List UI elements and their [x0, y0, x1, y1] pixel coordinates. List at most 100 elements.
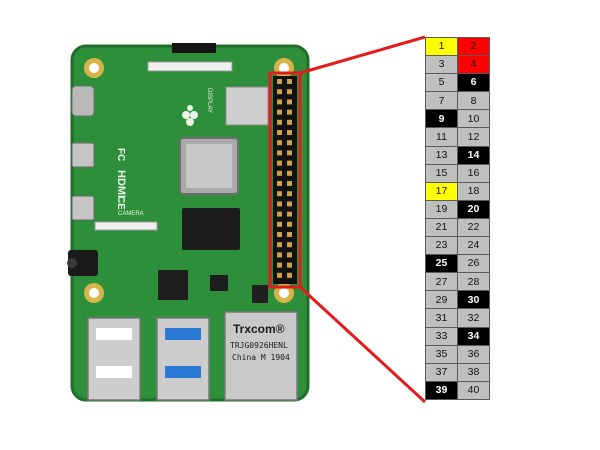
pin-5: 5 — [425, 73, 458, 93]
usb3-port-slot-bottom — [165, 366, 201, 378]
gpio-pin — [287, 211, 292, 217]
pin-14: 14 — [457, 145, 490, 165]
pin-38: 38 — [457, 362, 490, 382]
pin-13: 13 — [425, 145, 458, 165]
gpio-pin — [287, 252, 292, 258]
pin-33: 33 — [425, 326, 458, 346]
pin-11: 11 — [425, 127, 458, 147]
pin-12: 12 — [457, 127, 490, 147]
pin-25: 25 — [425, 254, 458, 274]
gpio-pin — [277, 140, 282, 146]
micro-hdmi-port-1 — [71, 195, 95, 221]
usb-c-port — [71, 85, 95, 117]
callout-line-bottom — [298, 285, 427, 404]
gpio-pin — [277, 181, 282, 186]
pin-30: 30 — [457, 290, 490, 310]
gpio-pin — [277, 252, 282, 258]
pin-1: 1 — [425, 36, 458, 57]
ce-silk-label: CE — [115, 196, 126, 210]
pin-37: 37 — [425, 362, 458, 382]
ethernet-origin: China M 1904 — [232, 353, 290, 362]
ram-chip — [182, 208, 240, 250]
pin-35: 35 — [425, 344, 458, 364]
pin-15: 15 — [425, 163, 458, 183]
micro-hdmi-port-0 — [71, 142, 95, 168]
gpio-pin — [287, 242, 292, 248]
usb-controller-chip — [158, 270, 188, 300]
gpio-pin — [287, 221, 292, 227]
gpio-pin — [277, 79, 282, 84]
gpio-pin — [277, 211, 282, 217]
pin-20: 20 — [457, 199, 490, 219]
pin-7: 7 — [425, 91, 458, 111]
soc-chip-top — [186, 144, 232, 188]
pin-34: 34 — [457, 326, 490, 346]
gpio-pin — [287, 272, 292, 278]
pin-3: 3 — [425, 55, 458, 75]
gpio-pin — [287, 201, 292, 207]
gpio-pin — [277, 272, 282, 278]
ethernet-model: TRJG0926HENL — [230, 341, 288, 350]
gpio-pin — [287, 191, 292, 197]
pin-17: 17 — [425, 181, 458, 201]
gpio-pin — [287, 170, 292, 176]
gpio-pin — [287, 140, 292, 146]
gpio-pin — [287, 160, 292, 166]
display-connector — [172, 43, 216, 53]
gpio-pin — [277, 232, 282, 237]
pin-28: 28 — [457, 272, 490, 292]
gpio-pin — [287, 109, 292, 115]
usb2-port-slot-top — [96, 328, 132, 340]
pin-16: 16 — [457, 163, 490, 183]
gpio-pin — [277, 99, 282, 105]
pin-22: 22 — [457, 217, 490, 238]
pin-23: 23 — [425, 236, 458, 256]
audio-jack — [68, 250, 98, 276]
gpio-pin — [277, 119, 282, 125]
gpio-pin — [277, 109, 282, 115]
pin-32: 32 — [457, 308, 490, 328]
gpio-pin — [287, 89, 292, 95]
gpio-pin — [277, 160, 282, 166]
gpio-pin — [287, 130, 292, 135]
pin-29: 29 — [425, 290, 458, 310]
gpio-pin — [277, 221, 282, 227]
gpio-header-base — [273, 76, 297, 284]
hdmi-silk-label: HDMI — [115, 170, 127, 198]
gpio-highlight-box — [268, 71, 302, 289]
gpio-pin — [277, 89, 282, 95]
pin-2: 2 — [457, 36, 490, 57]
display-ribbon-slot — [147, 61, 233, 72]
pin-19: 19 — [425, 199, 458, 219]
pin-10: 10 — [457, 109, 490, 129]
pin-4: 4 — [457, 55, 490, 75]
gpio-pin — [287, 232, 292, 237]
usb3-port-slot-top — [165, 328, 201, 340]
gpio-pin — [287, 99, 292, 105]
ethernet-port — [224, 311, 298, 401]
pin-27: 27 — [425, 272, 458, 292]
fc-silk-label: FC — [115, 148, 126, 161]
gpio-pin — [277, 242, 282, 248]
pin-40: 40 — [457, 380, 490, 400]
pin-8: 8 — [457, 91, 490, 111]
gpio-pin — [277, 170, 282, 176]
pin-36: 36 — [457, 344, 490, 364]
pin-9: 9 — [425, 109, 458, 129]
